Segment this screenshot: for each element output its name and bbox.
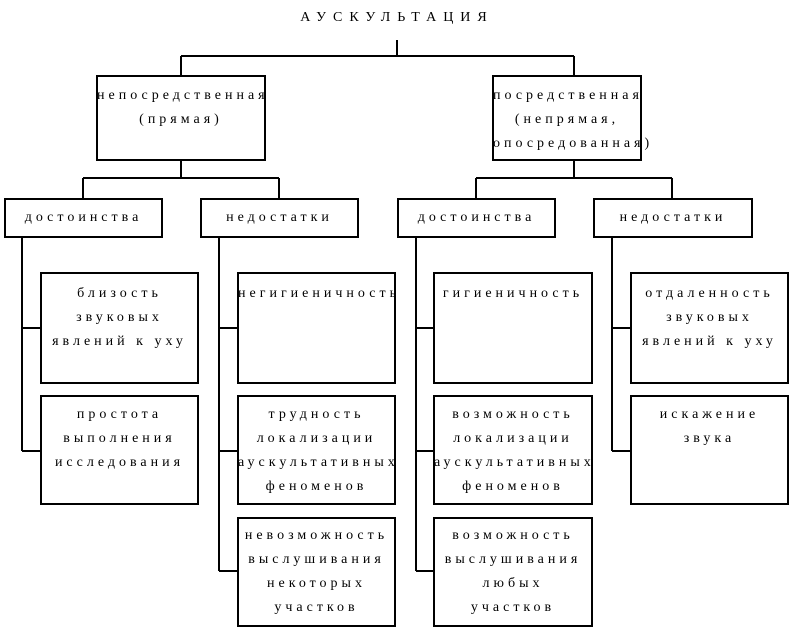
branch-label-indirect: посредственная (непрямая, опосредованная… (493, 88, 654, 151)
item-label: трудность локализации аускультативных фе… (238, 407, 399, 494)
item-box (630, 395, 789, 505)
item-box (630, 272, 789, 384)
group-box-direct-advantages (4, 198, 163, 238)
item-box (237, 517, 396, 627)
group-box-direct-disadvantages (200, 198, 359, 238)
group-box-indirect-disadvantages (593, 198, 753, 238)
item-label: гигиеничность (442, 286, 584, 301)
branch-box-indirect (492, 75, 642, 161)
item-label: возможность выслушивания любых участков (444, 528, 582, 615)
item-box (40, 272, 199, 384)
item-box (237, 272, 396, 384)
item-box (237, 395, 396, 505)
group-label-indirect-advantages: достоинства (417, 210, 536, 225)
item-box (433, 395, 593, 505)
group-label-direct-disadvantages: недостатки (226, 210, 333, 225)
item-label: возможность локализации аускультативных … (434, 407, 595, 494)
item-label: отдаленность звуковых явлений к уху (642, 286, 777, 349)
item-label: простота выполнения исследования (54, 407, 185, 470)
item-label: близость звуковых явлений к уху (52, 286, 187, 349)
item-label: негигиеничность (238, 286, 400, 301)
item-box (433, 517, 593, 627)
group-label-indirect-disadvantages: недостатки (619, 210, 727, 225)
item-label: невозможность выслушивания некоторых уча… (244, 528, 389, 615)
group-box-indirect-advantages (397, 198, 556, 238)
branch-label-direct: непосредственная (прямая) (97, 88, 269, 127)
item-label: искажение звука (659, 407, 760, 446)
diagram-title: АУСКУЛЬТАЦИЯ (300, 10, 494, 25)
item-box (433, 272, 593, 384)
item-box (40, 395, 199, 505)
group-label-direct-advantages: достоинства (24, 210, 143, 225)
